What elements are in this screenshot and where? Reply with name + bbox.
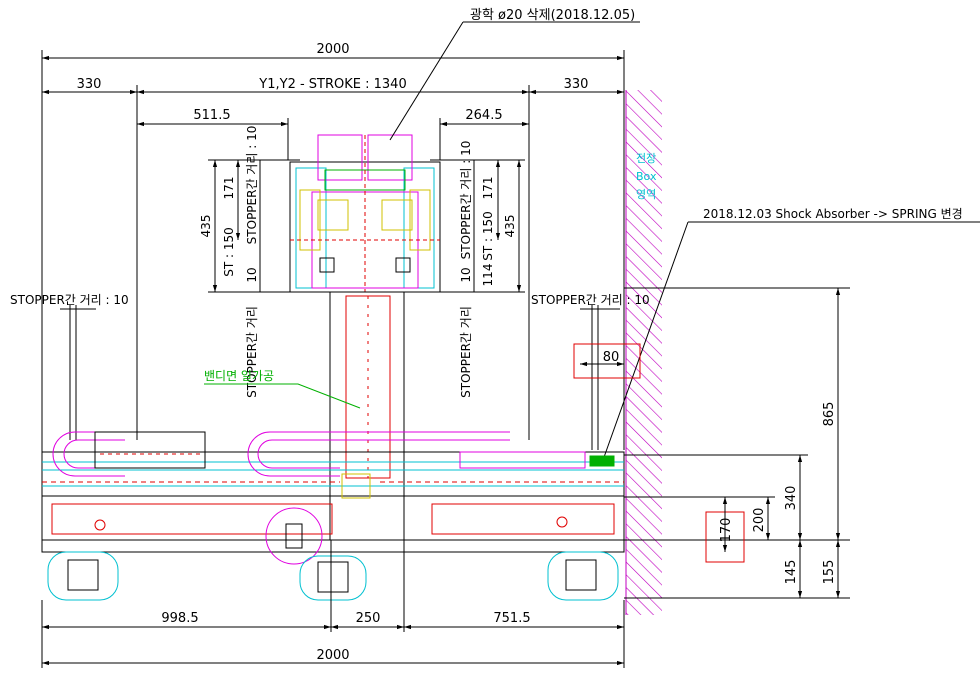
cyan-note-1: 전장 (636, 152, 656, 165)
bottom-dimensions (41, 540, 625, 668)
green-note: 밴디면 일가공 (204, 369, 274, 383)
dim-80: 80 (603, 350, 620, 365)
dim-865: 865 (822, 402, 837, 427)
note-left-stopper: STOPPER간 거리 : 10 (10, 293, 129, 307)
center-column (329, 291, 405, 541)
top-dimensions (41, 50, 625, 470)
dim-right-330: 330 (564, 77, 589, 92)
dim-10-left: 10 (245, 267, 259, 282)
upper-carriage (289, 134, 441, 293)
st-right: ST : 150 (481, 211, 495, 261)
dim-435-right: 435 (503, 215, 517, 238)
dim-total-top: 2000 (316, 42, 349, 57)
dim-170: 170 (719, 518, 734, 543)
leader-right (602, 221, 689, 461)
dim-340: 340 (784, 486, 799, 511)
dim-751-5: 751.5 (493, 611, 530, 626)
cyan-note-2: Box (636, 170, 657, 183)
wall-hatch (626, 90, 662, 615)
dim-435-left: 435 (199, 215, 213, 238)
dim-171-left: 171 (222, 177, 236, 200)
dim-264-5: 264.5 (465, 108, 502, 123)
note-top-revision: 광학 ø20 삭제(2018.12.05) (470, 8, 635, 23)
dim-145: 145 (784, 560, 799, 585)
leader-top (389, 21, 464, 141)
vert-stopper-left-top: STOPPER간 거리 : 10 (245, 126, 259, 245)
note-right-revision: 2018.12.03 Shock Absorber -> SPRING 변경 (703, 207, 963, 221)
vert-stopper-right-top: STOPPER간 거리 : 10 (459, 141, 473, 260)
right-dimensions (624, 287, 850, 599)
vert-stopper-right-mid: STOPPER간 거리 (459, 306, 473, 398)
note-right-stopper: STOPPER간 거리 : 10 (531, 293, 650, 307)
dim-10-right: 10 (459, 267, 473, 282)
st-left: ST : 150 (222, 227, 236, 277)
dim-155: 155 (822, 560, 837, 585)
dim-total-bottom: 2000 (316, 648, 349, 663)
base-rail (41, 431, 625, 565)
red-box-80 (573, 343, 641, 379)
dim-171-right: 171 (481, 177, 495, 200)
dim-250: 250 (356, 611, 381, 626)
dim-114: 114 (481, 264, 495, 287)
feet (47, 551, 619, 601)
dim-998-5: 998.5 (161, 611, 198, 626)
dim-stroke: Y1,Y2 - STROKE : 1340 (258, 77, 406, 92)
vert-stopper-left-mid: STOPPER간 거리 (245, 306, 259, 398)
dim-511-5: 511.5 (193, 108, 230, 123)
dim-200: 200 (752, 508, 767, 533)
cyan-note-3: 영역 (636, 188, 656, 201)
dim-left-330: 330 (77, 77, 102, 92)
